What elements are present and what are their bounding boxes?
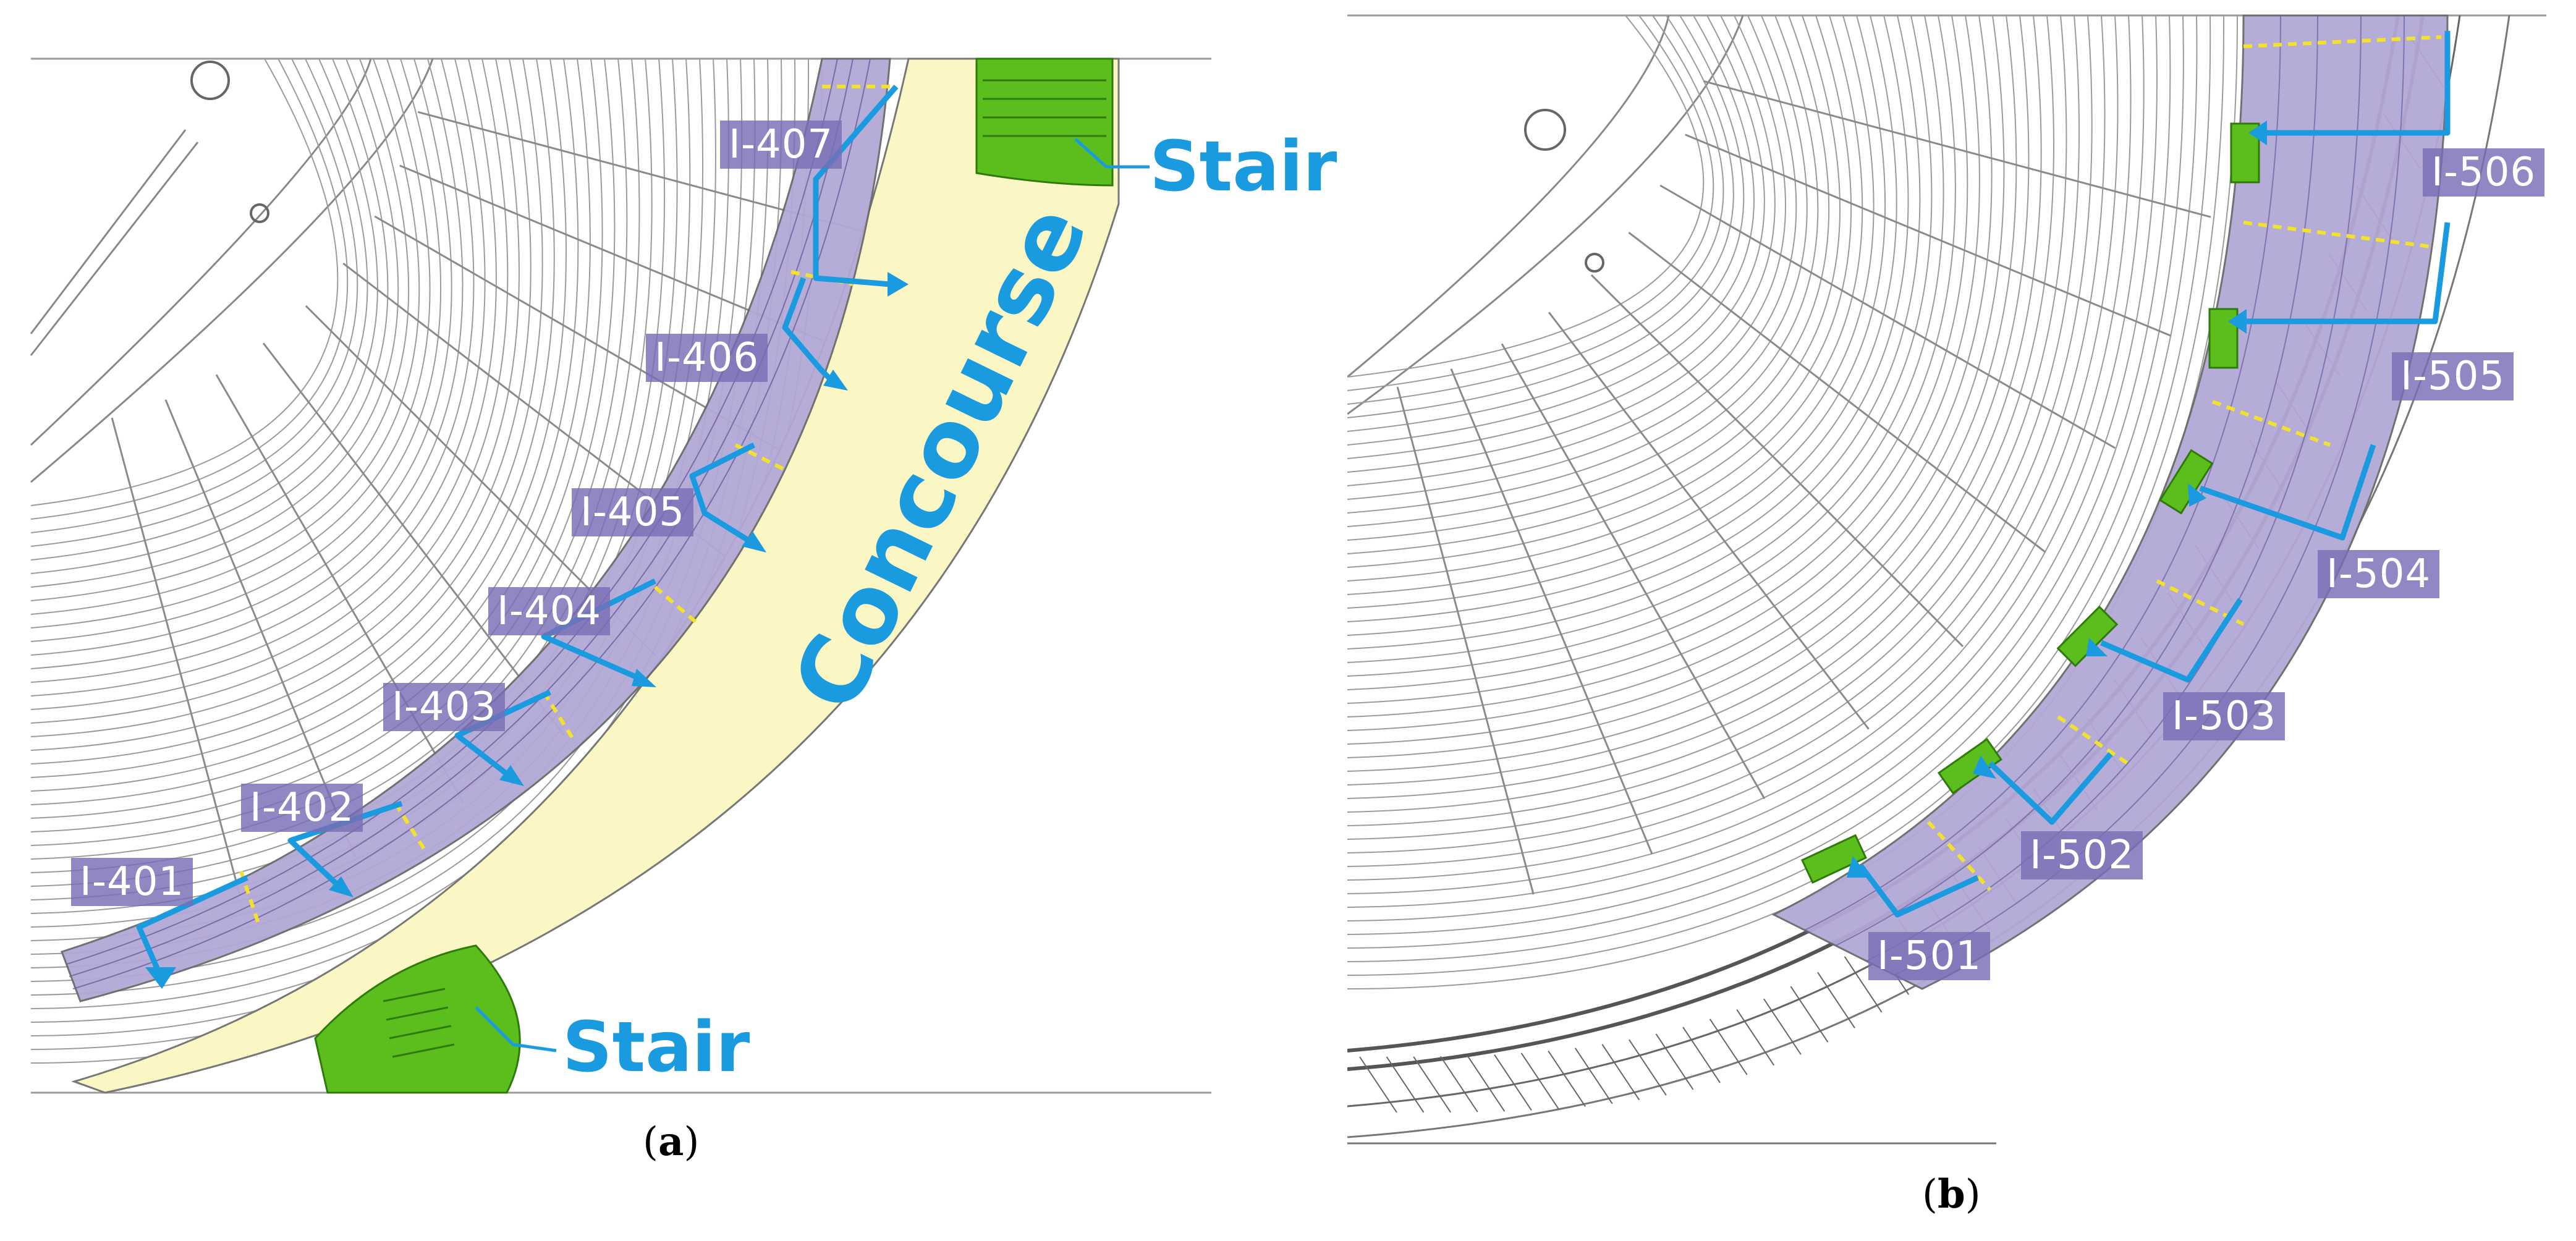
aisles: [1396, 80, 2211, 895]
stair-top: [975, 57, 1114, 187]
evacuation-arrows: [136, 85, 899, 978]
section-label-i-404: I-404: [488, 587, 611, 635]
caption-a: (a): [643, 1119, 700, 1165]
section-label-i-401: I-401: [71, 858, 193, 906]
evacuation-arrows: [1858, 31, 2451, 918]
section-label-i-403: I-403: [383, 683, 506, 731]
section-label-i-504: I-504: [2318, 550, 2440, 598]
panel-a-drawing: [30, 57, 1211, 1094]
section-label-i-407: I-407: [720, 121, 842, 169]
section-dividers: [1926, 35, 2442, 892]
seating-zone: [1771, 14, 2449, 990]
section-label-i-502: I-502: [2021, 831, 2143, 879]
section-label-i-505: I-505: [2392, 352, 2514, 400]
exit-stairs: [1800, 122, 2260, 884]
stair-label-top: Stair: [1150, 127, 1337, 207]
stair-label-bottom: Stair: [562, 1007, 750, 1088]
section-label-i-402: I-402: [241, 784, 363, 832]
caption-b: (b): [1922, 1171, 1981, 1218]
panel-b-drawing: [1347, 14, 2546, 1145]
panel-b: I-501 I-502 I-503 I-504 I-505 I-506 (b): [1347, 0, 2576, 1241]
stair-bottom: [314, 944, 521, 1094]
section-label-i-501: I-501: [1868, 932, 1991, 980]
section-label-i-406: I-406: [646, 334, 768, 382]
field-marker-icon: [190, 61, 230, 100]
concourse-area: [71, 57, 1120, 1094]
section-label-i-506: I-506: [2423, 148, 2545, 197]
section-label-i-405: I-405: [572, 488, 694, 536]
section-label-i-503: I-503: [2163, 692, 2286, 740]
panel-a: I-401 I-402 I-403 I-404 I-405 I-406 I-40…: [30, 57, 1337, 1165]
field-marker-icon: [1524, 109, 1566, 151]
